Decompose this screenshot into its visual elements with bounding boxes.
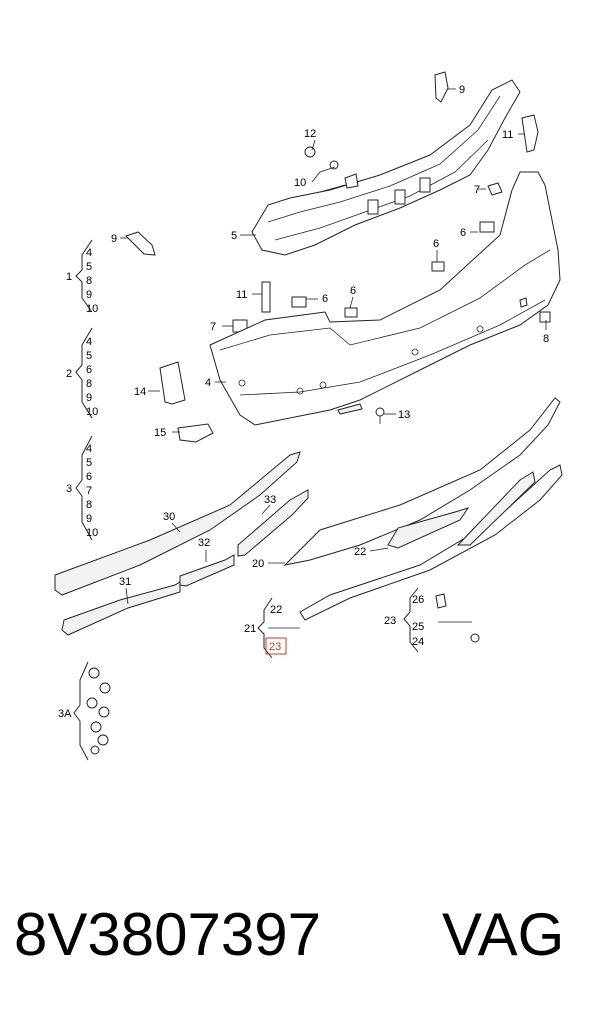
group-2-label: 2 (66, 368, 72, 380)
group-2-item: 5 (86, 350, 92, 362)
callout-6-mid: 6 (350, 285, 356, 297)
group-3-label: 3 (66, 483, 72, 495)
group-2-item: 6 (86, 364, 92, 376)
callout-6-center: 6 (433, 238, 439, 250)
callout-14: 14 (134, 386, 146, 398)
group-2-item: 9 (86, 392, 92, 404)
group-2-item: 4 (86, 336, 92, 348)
callout-6-right: 6 (460, 227, 466, 239)
group-1-item: 5 (86, 261, 92, 273)
callout-4: 4 (205, 377, 211, 389)
callout-6-left: 6 (322, 293, 328, 305)
group-2-item: 10 (86, 406, 98, 418)
callout-8: 8 (543, 333, 549, 345)
callout-13: 13 (398, 409, 410, 421)
callout-9-left: 9 (111, 233, 117, 245)
bumper-cover (209, 171, 561, 426)
callout-31: 31 (119, 576, 131, 588)
callout-labels: 12 9 11 10 7 5 6 6 9 11 6 6 7 8 4 14 13 … (111, 84, 549, 648)
group-3-item: 4 (86, 443, 92, 455)
callout-7-top: 7 (474, 184, 480, 196)
group-bracket-1 (75, 239, 93, 313)
bumper-carrier-bar (125, 71, 539, 256)
callout-15: 15 (154, 427, 166, 439)
group-1-item: 9 (86, 289, 92, 301)
callout-24: 24 (412, 636, 424, 648)
bracket-15 (177, 423, 214, 443)
callout-11-left: 11 (236, 289, 247, 301)
callout-12: 12 (304, 128, 316, 140)
diffuser-20 (283, 397, 561, 566)
brand-label: VAG (442, 901, 565, 968)
callout-30: 30 (163, 511, 175, 523)
callout-26: 26 (412, 594, 424, 606)
callout-32: 32 (198, 537, 210, 549)
part-number: 8V3807397 (14, 901, 321, 968)
fastener-group-bottom (435, 593, 480, 643)
group-3-item: 5 (86, 457, 92, 469)
fastener-group-top (232, 146, 551, 424)
grille-32 (179, 554, 235, 587)
callout-9-top: 9 (459, 84, 465, 96)
group-3-item: 8 (86, 499, 92, 511)
group-bracket-23 (403, 587, 419, 653)
leader-lines (120, 88, 547, 605)
hardware-kit-3a (86, 667, 111, 755)
exploded-view: 12 9 11 10 7 5 6 6 9 11 6 6 7 8 4 14 13 … (54, 71, 563, 761)
group-21-item-22: 22 (270, 604, 282, 616)
callout-25: 25 (412, 621, 424, 633)
group-bracket-2 (75, 327, 93, 419)
callout-33: 33 (264, 494, 276, 506)
grille-30 (54, 451, 301, 596)
group-3-item: 9 (86, 513, 92, 525)
group-1-label: 1 (66, 271, 72, 283)
group-bracket-3a (73, 661, 89, 761)
group-bracket-21 (257, 597, 300, 659)
group-21-item-23-highlighted: 23 (269, 641, 281, 653)
group-2-item: 8 (86, 378, 92, 390)
highlight-box (265, 637, 287, 655)
group-1-item: 8 (86, 275, 92, 287)
footer: 8V3807397 VAG (0, 895, 600, 975)
callout-20: 20 (252, 558, 264, 570)
grille-31 (61, 581, 181, 636)
callout-7-left: 7 (210, 321, 216, 333)
callout-22-diffuser: 22 (354, 546, 366, 558)
group-1-item: 4 (86, 247, 92, 259)
callout-5: 5 (231, 230, 237, 242)
group-3-item: 7 (86, 485, 92, 497)
trim-21 (299, 464, 563, 621)
group-3-item: 10 (86, 527, 98, 539)
callout-11-top: 11 (502, 129, 513, 141)
callout-10: 10 (294, 177, 306, 189)
group-3-item: 6 (86, 471, 92, 483)
callout-23-group: 23 (384, 615, 396, 627)
group-21-label: 21 (244, 623, 256, 635)
group-labels: 1 4 5 8 9 10 2 4 5 6 8 9 10 3 4 5 6 7 8 … (58, 247, 287, 720)
group-bracket-3 (75, 435, 93, 541)
bracket-14 (159, 361, 186, 405)
group-1-item: 10 (86, 303, 98, 315)
group-3a-label: 3A (58, 708, 72, 720)
grille-33 (237, 489, 309, 557)
